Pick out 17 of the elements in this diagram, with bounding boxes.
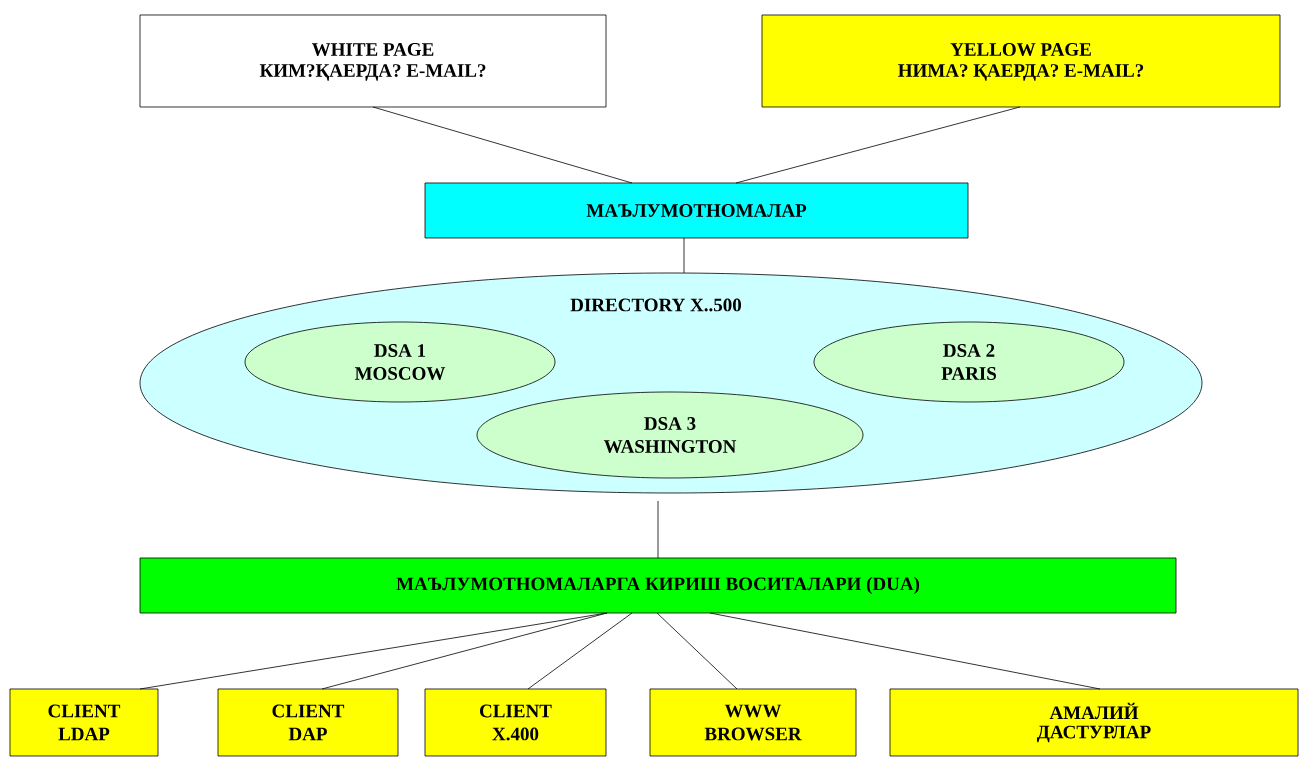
page-box: WHITE PAGE КИМ?ҚАЕРДА? E-MAIL?: [139, 14, 607, 108]
connector-line: [527, 612, 633, 690]
connector-line: [709, 612, 1101, 690]
client-box: CLIENT X.400: [424, 688, 607, 757]
client-box: CLIENT DAP: [217, 688, 399, 757]
directory-box: МАЪЛУМОТНОМАЛАР: [424, 182, 969, 239]
connector-line: [321, 612, 608, 690]
client-box: CLIENT LDAP: [9, 688, 159, 757]
connector-line: [683, 237, 685, 274]
connector-line: [735, 106, 1021, 184]
client-box: WWW BROWSER: [649, 688, 857, 757]
connector-line: [372, 106, 633, 184]
connector-line: [657, 500, 659, 559]
client-box: АМАЛИЙ ДАСТУРЛАР: [889, 688, 1299, 757]
connector-line: [656, 612, 738, 690]
access-box: МАЪЛУМОТНОМАЛАРГА КИРИШ ВОСИТАЛАРИ (DUA): [139, 557, 1177, 614]
page-box: YELLOW PAGE НИМА? ҚАЕРДА? E-MAIL?: [761, 14, 1281, 108]
